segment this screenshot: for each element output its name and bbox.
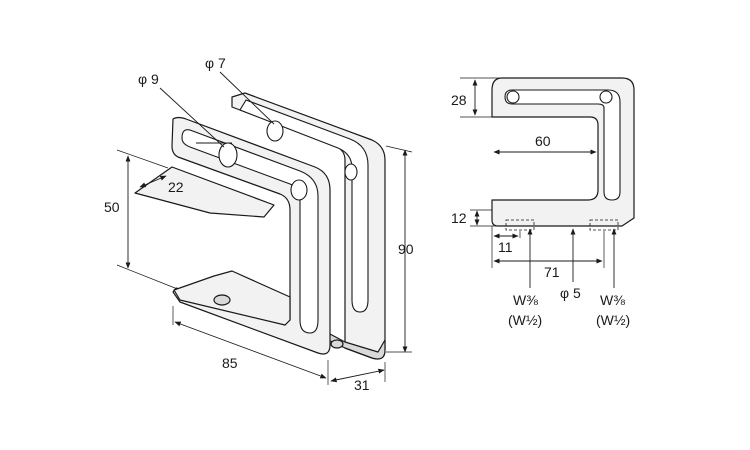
- leader-hole-small: [219, 71, 275, 125]
- back-hole-right: [344, 163, 358, 181]
- side-bracket-outline: [491, 77, 635, 227]
- side-view: [460, 77, 635, 288]
- front-slot: [181, 129, 319, 334]
- label-arm-height: 50: [104, 199, 120, 215]
- bracket-side-edge: [327, 333, 386, 360]
- hidden-thread-right: [589, 219, 619, 231]
- label-bottom: 12: [451, 210, 467, 226]
- label-thread-right-alt: (W½): [596, 312, 630, 328]
- label-hole-spacing: 71: [544, 264, 560, 280]
- label-offset: 11: [498, 239, 513, 255]
- label-top: 28: [451, 92, 467, 108]
- label-thread-left-alt: (W½): [508, 312, 542, 328]
- dim-arm-width-line: [139, 175, 167, 188]
- side-hole-left: [506, 90, 520, 104]
- front-hole-right: [290, 179, 308, 201]
- perspective-labels: φ 9 φ 7 22 50 90 85 31: [104, 55, 414, 393]
- label-arm-width: 22: [168, 179, 184, 195]
- label-hole-large: φ 9: [138, 71, 159, 87]
- side-view-labels: 28 60 12 11 71 φ 5 W⅜ (W½) W⅜ (W½): [451, 92, 630, 328]
- bottom-base: [173, 270, 291, 326]
- label-slot-length: 60: [535, 133, 551, 149]
- leader-hole-large: [159, 87, 225, 148]
- label-thread-right: W⅜: [600, 292, 625, 308]
- back-slot: [239, 99, 369, 313]
- label-total-height: 90: [398, 241, 414, 257]
- label-depth: 31: [354, 377, 370, 393]
- top-arm: [134, 166, 275, 218]
- back-hole-small: [266, 120, 284, 142]
- ext-50-top: [116, 149, 169, 169]
- front-hole-large: [218, 142, 238, 168]
- label-thread-left: W⅜: [513, 292, 538, 308]
- dim-depth-line: [330, 368, 385, 383]
- base-hole-back: [330, 339, 344, 349]
- side-hole-right: [599, 90, 613, 104]
- ext-50-bottom: [116, 264, 176, 289]
- perspective-view: [116, 71, 413, 385]
- dim-width-line: [174, 321, 327, 379]
- label-center-hole: φ 5: [560, 285, 581, 301]
- ext-90-top: [385, 145, 413, 153]
- label-hole-small: φ 7: [205, 55, 226, 71]
- label-width: 85: [222, 355, 238, 371]
- base-hole: [213, 294, 231, 306]
- hidden-thread-left: [505, 219, 535, 231]
